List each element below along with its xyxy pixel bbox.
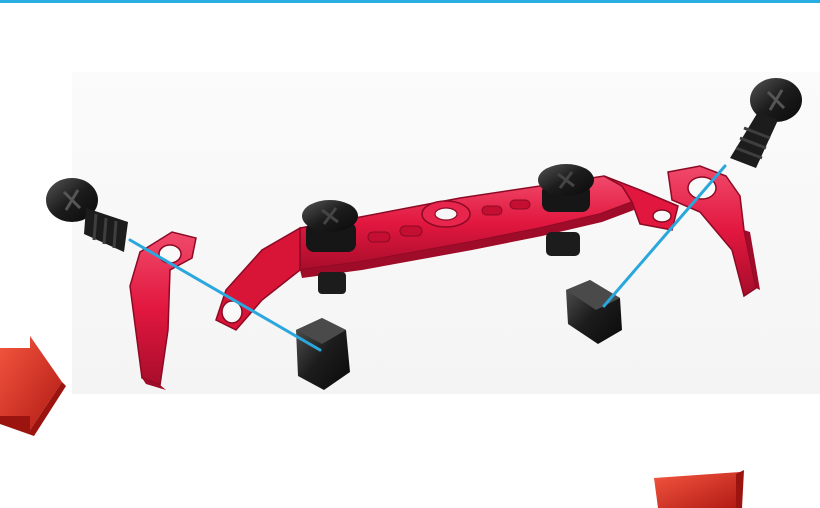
- nut-right: [566, 280, 622, 344]
- right-angle-bracket: [668, 166, 760, 296]
- bracket-screw-right: [538, 164, 594, 212]
- bracket-screw-left: [302, 200, 358, 252]
- left-red-arrow: [0, 336, 66, 436]
- screw-left: [46, 178, 128, 252]
- left-angle-bracket: [130, 232, 196, 390]
- bottom-red-arrow: [654, 470, 744, 508]
- screw-right: [730, 78, 802, 168]
- nut-left: [296, 318, 350, 390]
